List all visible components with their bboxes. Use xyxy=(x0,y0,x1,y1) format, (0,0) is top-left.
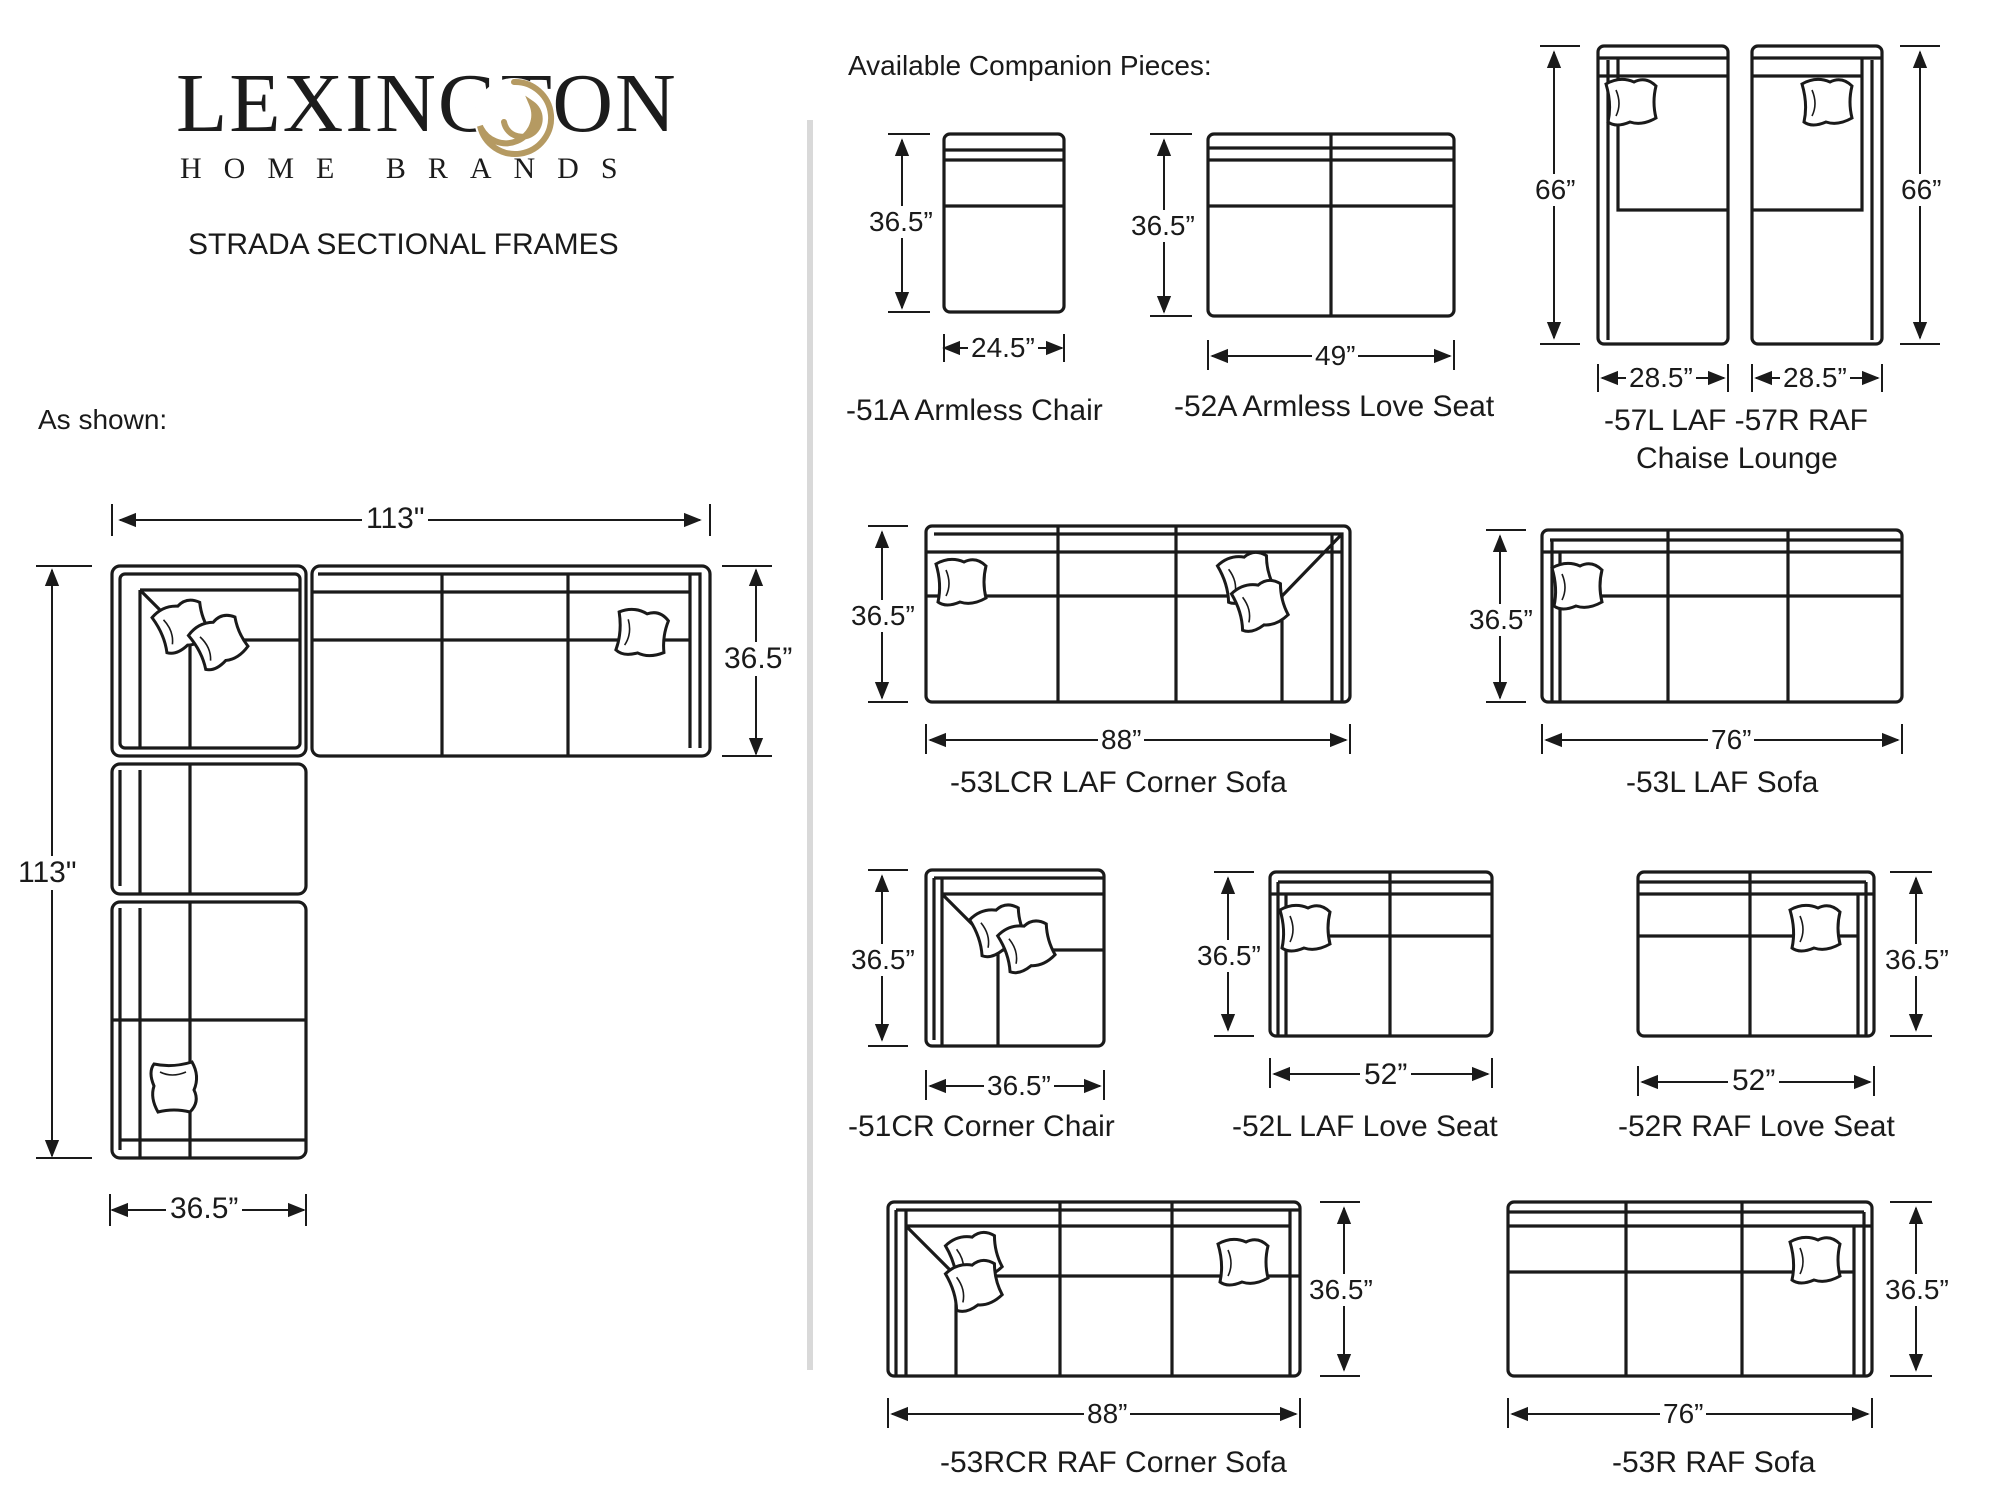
brand-logo-tagline: HOME BRANDS xyxy=(180,152,640,185)
p52r-height: 36.5” xyxy=(1882,944,1952,976)
p52l-width: 52” xyxy=(1360,1058,1412,1092)
p53r-label: -53R RAF Sofa xyxy=(1612,1446,1816,1479)
p53lcr-width: 88” xyxy=(1098,724,1145,756)
p57-label-line2: Chaise Lounge xyxy=(1636,442,1838,475)
p53lcr-height: 36.5” xyxy=(848,600,918,632)
brand-logo-name: LEXINGTON xyxy=(176,57,678,150)
p53r-width: 76” xyxy=(1660,1398,1707,1430)
vertical-divider xyxy=(807,120,813,1370)
as-shown-sectional xyxy=(110,564,712,1160)
p51cr-label: -51CR Corner Chair xyxy=(848,1110,1115,1143)
p51cr-height: 36.5” xyxy=(848,944,918,976)
p57-label-line1: -57L LAF -57R RAF xyxy=(1604,404,1868,437)
p52l-label: -52L LAF Love Seat xyxy=(1232,1110,1498,1143)
page-title: STRADA SECTIONAL FRAMES xyxy=(188,228,619,261)
p53rcr-width: 88” xyxy=(1084,1398,1131,1430)
p53lcr-label: -53LCR LAF Corner Sofa xyxy=(950,766,1287,799)
as-shown-right-depth: 36.5” xyxy=(720,642,797,676)
p57-width-left: 28.5” xyxy=(1626,362,1696,394)
p51a-label: -51A Armless Chair xyxy=(846,394,1103,427)
p51cr-width: 36.5” xyxy=(984,1070,1054,1102)
p53l-width: 76” xyxy=(1708,724,1755,756)
p53l-label: -53L LAF Sofa xyxy=(1626,766,1819,799)
companion-heading: Available Companion Pieces: xyxy=(848,50,1212,81)
p53rcr-label: -53RCR RAF Corner Sofa xyxy=(940,1446,1287,1479)
p52a-width: 49” xyxy=(1312,340,1359,372)
p51a-height: 36.5” xyxy=(866,206,936,238)
p52a-label: -52A Armless Love Seat xyxy=(1174,390,1495,423)
as-shown-bottom-width: 36.5” xyxy=(166,1192,243,1226)
p57-height-left: 66” xyxy=(1532,174,1579,206)
logo-swirl-icon xyxy=(474,78,555,158)
p52r-label: -52R RAF Love Seat xyxy=(1618,1110,1895,1143)
as-shown-top-width: 113" xyxy=(362,502,429,536)
as-shown-left-height: 113" xyxy=(14,856,81,890)
p53rcr-height: 36.5” xyxy=(1306,1274,1376,1306)
p52r-width: 52” xyxy=(1728,1064,1780,1098)
p52l-height: 36.5” xyxy=(1194,940,1264,972)
p51a-width: 24.5” xyxy=(968,332,1038,364)
p57-width-right: 28.5” xyxy=(1780,362,1850,394)
p53l-height: 36.5” xyxy=(1466,604,1536,636)
p52a-height: 36.5” xyxy=(1128,210,1198,242)
p57-height-right: 66” xyxy=(1898,174,1945,206)
p53r-height: 36.5” xyxy=(1882,1274,1952,1306)
as-shown-label: As shown: xyxy=(38,404,168,435)
